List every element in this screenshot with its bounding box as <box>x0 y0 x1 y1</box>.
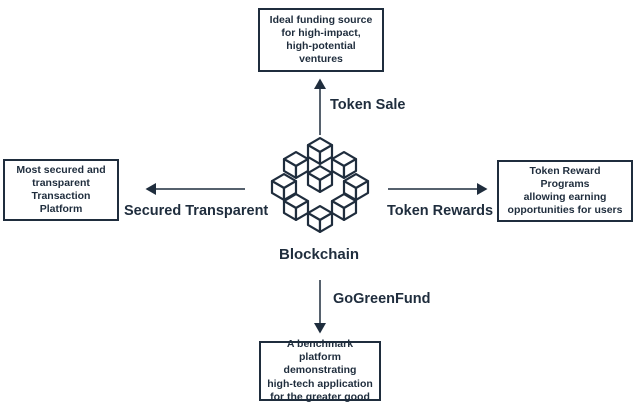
cube-face <box>342 199 358 222</box>
box-line: high-potential ventures <box>286 40 356 66</box>
box-line: Most secured and <box>16 163 106 176</box>
token-rewards-label: Token Rewards <box>387 203 494 219</box>
box-line: high-tech application <box>267 377 373 390</box>
reward-programs-box: Token Reward Programs allowing earning o… <box>497 160 633 222</box>
box-line: Transaction Platform <box>31 190 91 216</box>
box-line: opportunities for users <box>507 204 623 217</box>
transaction-platform-box: Most secured and transparent Transaction… <box>3 159 119 221</box>
funding-source-box: Ideal funding source for high-impact, hi… <box>258 8 384 72</box>
box-line: demonstrating <box>283 364 357 377</box>
cube-face <box>318 211 334 234</box>
token-sale-label: Token Sale <box>330 97 406 113</box>
box-line: A benchmark platform <box>286 338 354 364</box>
benchmark-platform-box: A benchmark platform demonstrating high-… <box>259 338 381 403</box>
box-line: Ideal funding source <box>269 13 373 26</box>
cube-face <box>294 199 310 222</box>
box-line: for high-impact, <box>281 26 361 39</box>
cube-face <box>294 157 310 180</box>
cube-face <box>342 157 358 180</box>
box-line: transparent <box>32 176 90 189</box>
blockchain-cubes-icon <box>270 136 370 234</box>
box-line: allowing earning <box>523 191 607 203</box>
cube-face <box>318 171 334 194</box>
box-line: for the greater good <box>270 390 370 403</box>
blockchain-label: Blockchain <box>279 246 360 263</box>
box-line: Token Reward Programs <box>529 164 601 190</box>
cube-face <box>318 143 334 166</box>
gogreenfund-label: GoGreenFund <box>333 291 431 307</box>
secured-transparent-label: Secured Transparent <box>124 203 269 219</box>
